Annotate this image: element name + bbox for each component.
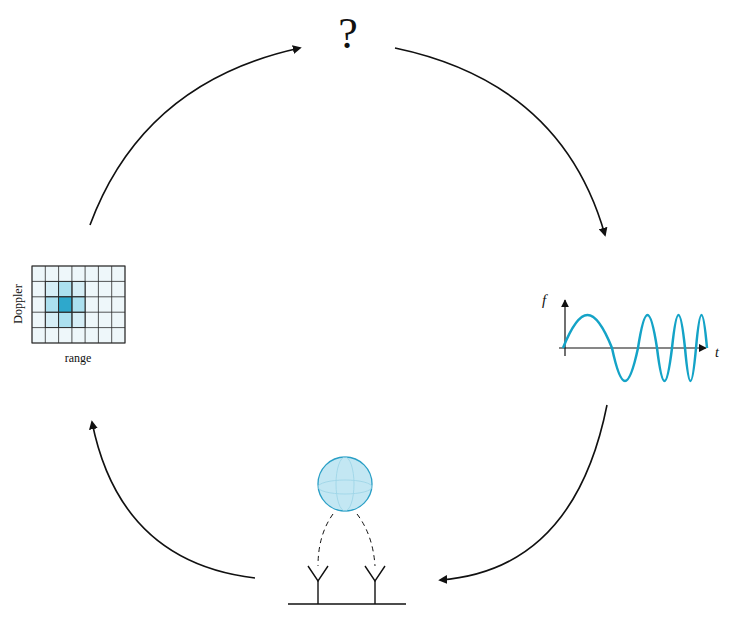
axis-label: f (542, 293, 546, 308)
cycle-arrow (90, 48, 300, 225)
axis-label: Doppler (12, 284, 24, 323)
chirp-plot (559, 300, 707, 381)
target-sphere (318, 457, 372, 511)
cycle-arrow (440, 405, 607, 580)
axis-label: t (715, 346, 719, 360)
cycle-arrow (92, 422, 255, 578)
echo-lines (318, 514, 375, 566)
unknown-stage: ? (338, 12, 358, 56)
cycle-arrow (395, 48, 605, 235)
chirp-signal (563, 315, 707, 381)
range-doppler-map (32, 266, 125, 343)
axis-label: range (65, 352, 92, 364)
antenna-array (288, 566, 406, 604)
